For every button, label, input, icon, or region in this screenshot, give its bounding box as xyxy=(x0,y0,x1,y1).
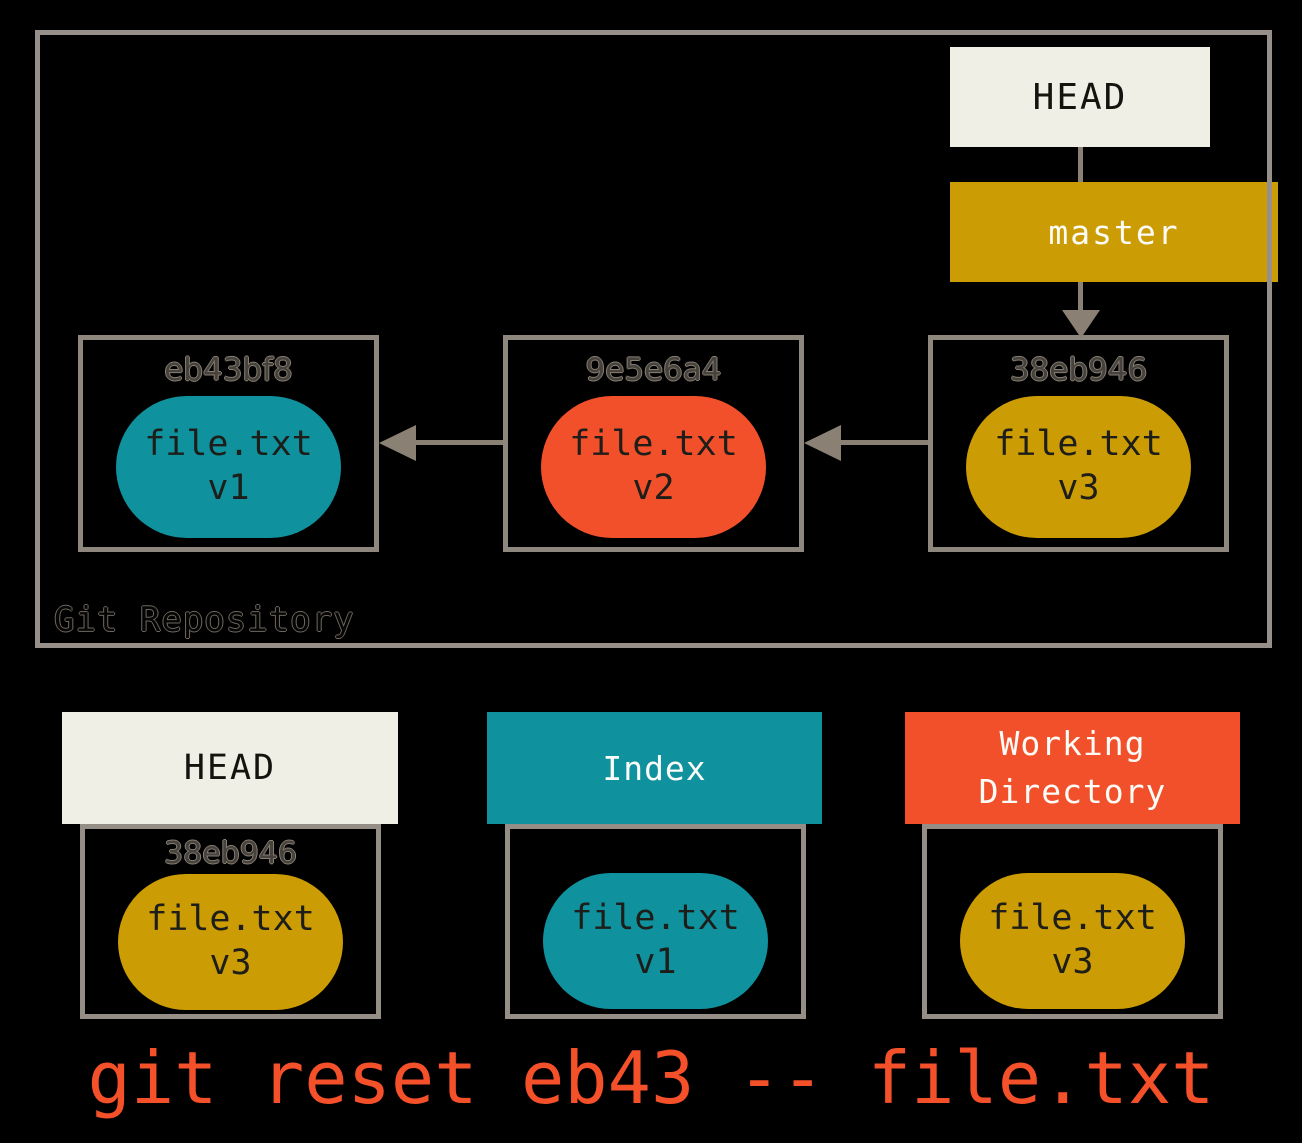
head-area-header: HEAD xyxy=(62,712,398,824)
file-blob-pill: file.txt v3 xyxy=(960,873,1185,1009)
commit-box-38eb946: 38eb946 file.txt v3 xyxy=(928,335,1229,552)
file-version: v3 xyxy=(1051,942,1094,982)
file-version: v1 xyxy=(634,942,677,982)
commit-box-eb43bf8: eb43bf8 file.txt v1 xyxy=(78,335,379,552)
arrow-left-icon xyxy=(379,425,416,461)
file-name: file.txt xyxy=(144,424,313,465)
arrow-left-icon xyxy=(804,425,841,461)
commit-hash: 38eb946 xyxy=(1009,352,1148,388)
git-repository-label: Git Repository xyxy=(54,600,355,640)
file-version: v2 xyxy=(632,468,675,508)
file-name: file.txt xyxy=(571,898,740,939)
parent-arrow-shaft xyxy=(840,440,928,445)
file-blob-pill: file.txt v1 xyxy=(116,396,341,538)
commit-hash: 9e5e6a4 xyxy=(585,352,722,388)
master-to-commit-connector xyxy=(1078,282,1083,311)
arrow-down-icon xyxy=(1062,310,1100,338)
index-area-body: file.txt v1 xyxy=(505,824,806,1019)
working-directory-area-body: file.txt v3 xyxy=(922,824,1223,1019)
file-version: v3 xyxy=(1057,468,1100,508)
file-blob-pill: file.txt v1 xyxy=(543,873,768,1009)
file-name: file.txt xyxy=(146,899,315,940)
head-area-body: 38eb946 file.txt v3 xyxy=(80,824,381,1019)
working-directory-area-title: Working Directory xyxy=(978,724,1167,811)
file-blob-pill: file.txt v3 xyxy=(966,396,1191,538)
head-area-title: HEAD xyxy=(183,748,277,788)
head-to-master-connector xyxy=(1078,147,1083,182)
commit-hash: eb43bf8 xyxy=(164,352,293,388)
head-ref-box: HEAD xyxy=(950,47,1210,147)
commit-hash: 38eb946 xyxy=(164,836,297,871)
index-area-title: Index xyxy=(602,748,707,788)
file-name: file.txt xyxy=(988,898,1157,939)
file-blob-pill: file.txt v3 xyxy=(118,874,343,1010)
file-name: file.txt xyxy=(569,424,738,465)
working-directory-area-header: Working Directory xyxy=(905,712,1240,824)
command-text: git reset eb43 -- file.txt xyxy=(87,1036,1215,1120)
parent-arrow-shaft xyxy=(415,440,503,445)
file-blob-pill: file.txt v2 xyxy=(541,396,766,538)
file-version: v1 xyxy=(207,468,250,508)
commit-box-9e5e6a4: 9e5e6a4 file.txt v2 xyxy=(503,335,804,552)
file-version: v3 xyxy=(209,943,252,983)
master-branch-label: master xyxy=(1048,212,1180,252)
head-ref-label: HEAD xyxy=(1032,76,1128,118)
file-name: file.txt xyxy=(994,424,1163,465)
index-area-header: Index xyxy=(487,712,822,824)
master-branch-box: master xyxy=(950,182,1278,282)
